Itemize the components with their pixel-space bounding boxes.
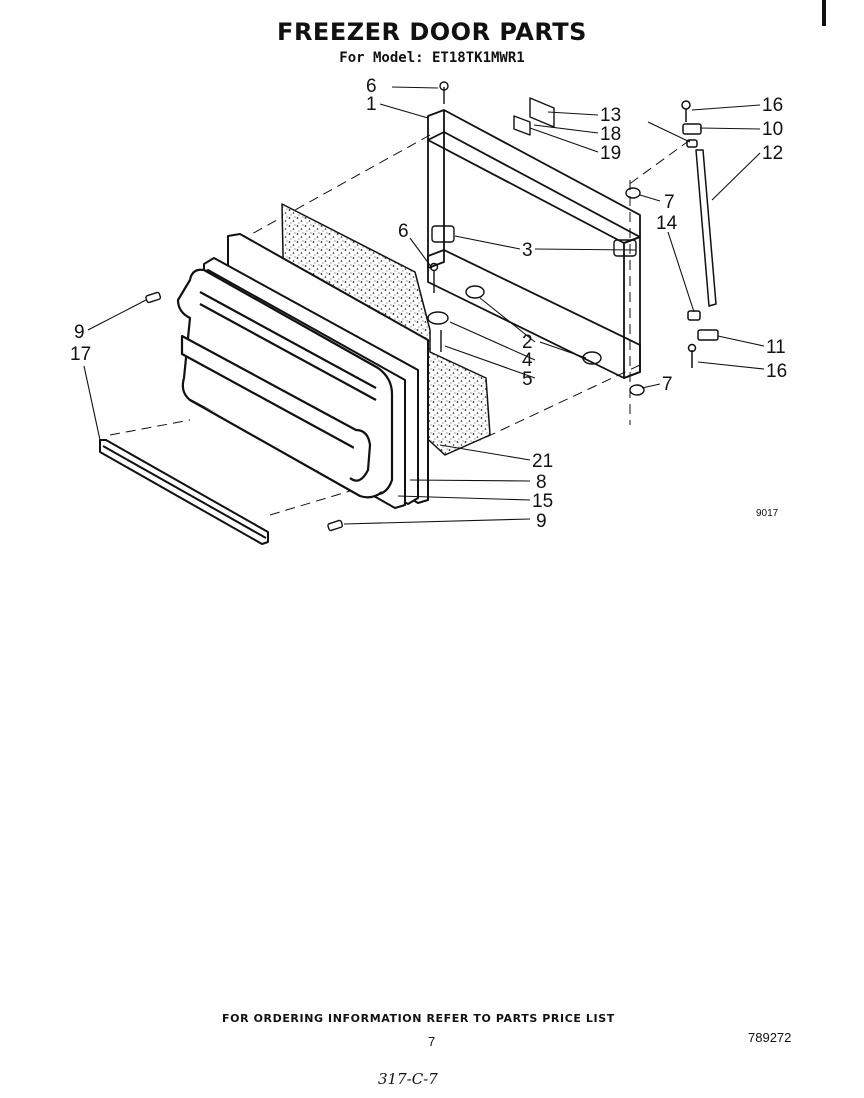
callout-2: 2 [522, 332, 533, 353]
callout-4: 4 [522, 350, 533, 371]
callout-16-top: 16 [762, 95, 783, 116]
callout-6-top: 6 [366, 76, 377, 97]
callout-11: 11 [766, 337, 786, 358]
callout-9-left: 9 [74, 322, 85, 343]
callout-6-mid: 6 [398, 221, 409, 242]
callout-17: 17 [70, 344, 91, 365]
model-subtitle: For Model: ET18TK1MWR1 [339, 50, 525, 66]
callout-19: 19 [600, 143, 621, 164]
door-outer-shell [176, 268, 394, 499]
shelf-screws [145, 291, 344, 532]
callout-18: 18 [600, 124, 621, 145]
figure-code: 9017 [756, 508, 779, 519]
callout-15: 15 [532, 491, 553, 512]
callout-13: 13 [600, 105, 621, 126]
handwritten-note: 317-C-7 [378, 1070, 438, 1088]
callout-14: 14 [656, 213, 678, 234]
leader-lines [83, 86, 765, 525]
callout-12: 12 [762, 143, 783, 164]
callout-5: 5 [522, 369, 533, 390]
document-number: 789272 [748, 1030, 792, 1045]
callout-21: 21 [532, 451, 553, 472]
page-title: FREEZER DOOR PARTS [277, 18, 587, 46]
callout-1: 1 [366, 94, 377, 115]
callout-7-bottom: 7 [662, 374, 673, 395]
callout-8: 8 [536, 472, 547, 493]
callout-10: 10 [762, 119, 783, 140]
callout-16-bottom: 16 [766, 361, 787, 382]
callout-7-top: 7 [664, 192, 675, 213]
corner-mark [822, 0, 826, 26]
page-number: 7 [428, 1034, 436, 1049]
callout-9-bottom: 9 [536, 511, 547, 532]
door-shelf-bar [99, 439, 269, 545]
door-inner-panel [427, 109, 641, 379]
ordering-note: FOR ORDERING INFORMATION REFER TO PARTS … [222, 1012, 615, 1025]
callout-3: 3 [522, 240, 533, 261]
hinge-brackets [427, 81, 645, 396]
